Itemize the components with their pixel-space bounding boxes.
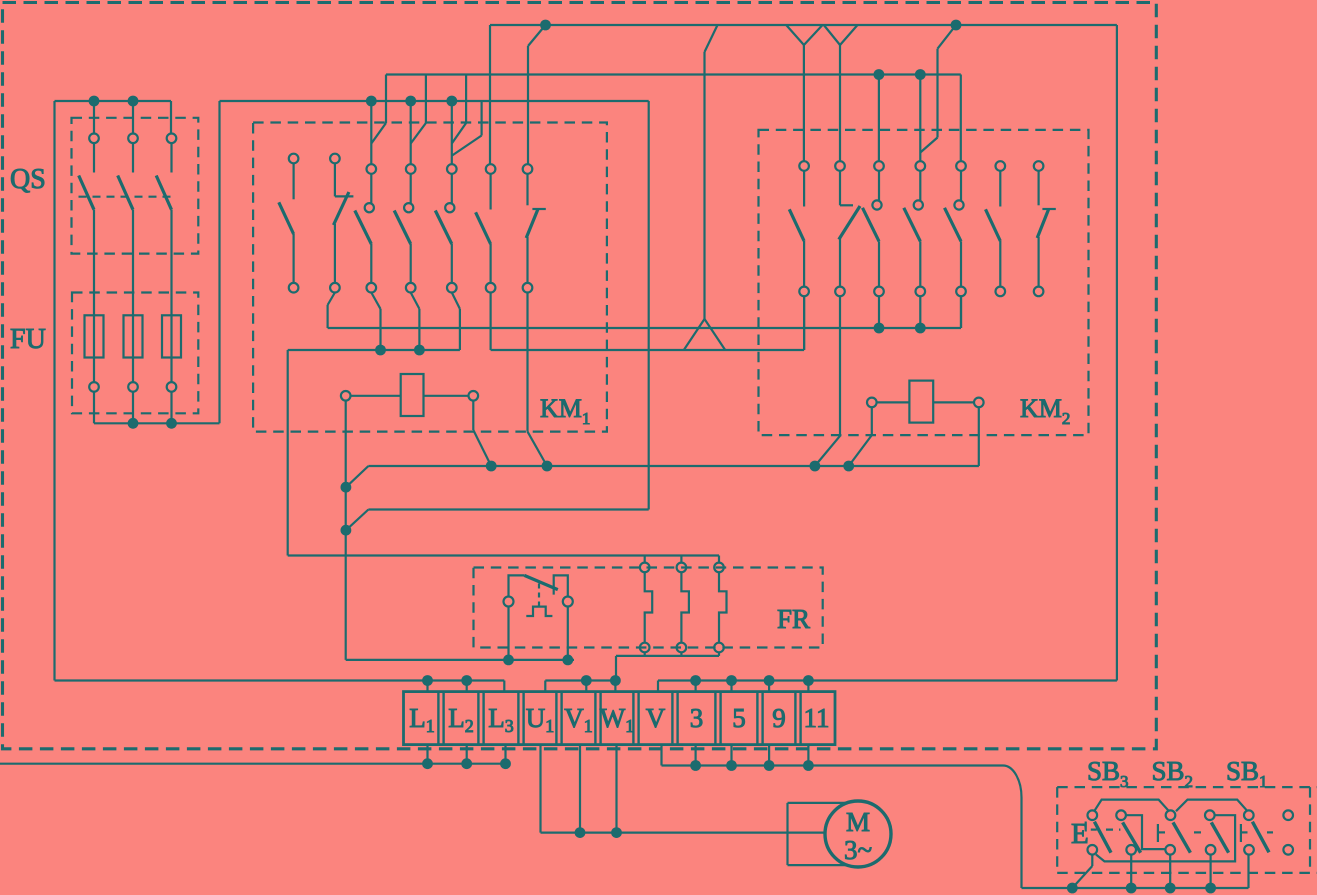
svg-text:QS: QS (10, 164, 46, 195)
svg-text:3~: 3~ (844, 835, 872, 865)
svg-text:11: 11 (804, 703, 830, 733)
svg-text:3: 3 (690, 703, 704, 733)
svg-text:M: M (846, 807, 870, 837)
svg-text:L2: L2 (448, 703, 474, 736)
svg-text:E: E (1071, 818, 1089, 850)
svg-text:L3: L3 (488, 703, 514, 736)
svg-text:U1: U1 (526, 703, 555, 736)
svg-text:FU: FU (10, 324, 46, 355)
svg-text:V: V (646, 703, 666, 733)
svg-text:9: 9 (772, 703, 786, 733)
svg-text:FR: FR (777, 604, 810, 634)
svg-text:5: 5 (732, 703, 746, 733)
